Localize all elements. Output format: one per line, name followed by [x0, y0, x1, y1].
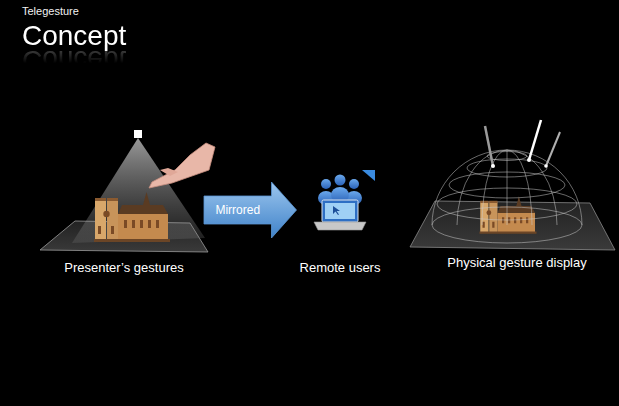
person-head	[335, 175, 346, 186]
laptop-display	[325, 203, 355, 219]
illustration-group: Physical gesture display	[420, 130, 615, 275]
caption: Presenter’s gestures	[44, 260, 204, 276]
rod-tip	[527, 158, 531, 162]
laptop-screen	[322, 200, 358, 222]
person-head	[349, 179, 359, 189]
block-arrow	[204, 182, 297, 238]
projector	[134, 130, 142, 138]
wire-dome	[432, 150, 582, 243]
illustration-group: Remote users	[297, 168, 384, 280]
pointing-hand	[149, 143, 215, 188]
light-cone	[72, 138, 205, 243]
cathedral-model	[480, 196, 537, 234]
cursor	[333, 206, 340, 215]
pointer-rod	[546, 132, 560, 166]
cathedral-model	[94, 192, 170, 242]
presenter-scene	[40, 130, 215, 252]
hand-fingers	[160, 168, 178, 176]
gesture-display-scene	[410, 120, 615, 250]
caption: Remote users	[297, 260, 384, 276]
pointer-rod	[529, 120, 541, 160]
arrow-label: Mirrored	[215, 203, 260, 217]
remote-users-icon	[314, 170, 375, 230]
header-label: Telegesture	[22, 5, 79, 18]
pointer-rod	[485, 126, 493, 166]
rod-tip	[544, 164, 548, 168]
slide-title: Concept	[22, 20, 126, 52]
person-head	[321, 179, 331, 189]
illustration-group: Presenter’s gestures	[44, 125, 204, 280]
rod-tip	[491, 164, 495, 168]
laptop-base	[314, 222, 366, 230]
icon-corner	[362, 170, 375, 181]
caption: Physical gesture display	[420, 255, 615, 271]
